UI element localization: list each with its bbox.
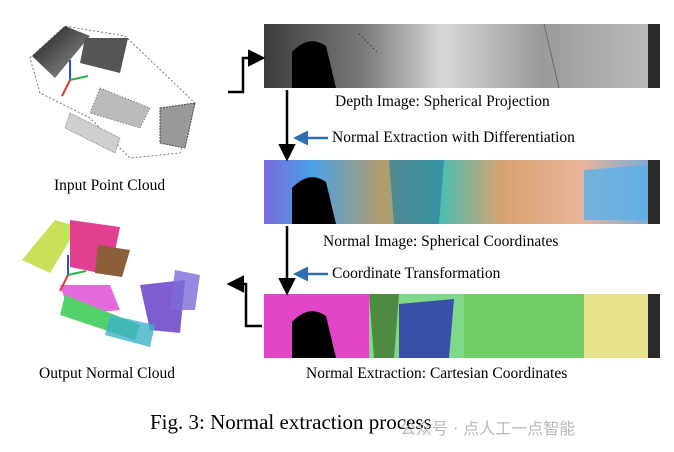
arrow-input-to-depth [228, 58, 262, 92]
arrow-cartesian-to-output [230, 284, 262, 326]
watermark: 公众号 · 点人工一点智能 [400, 415, 575, 439]
figure-caption: Fig. 3: Normal extraction process [150, 410, 432, 435]
step2-label: Coordinate Transformation [332, 265, 500, 283]
step1-label: Normal Extraction with Differentiation [332, 129, 575, 147]
